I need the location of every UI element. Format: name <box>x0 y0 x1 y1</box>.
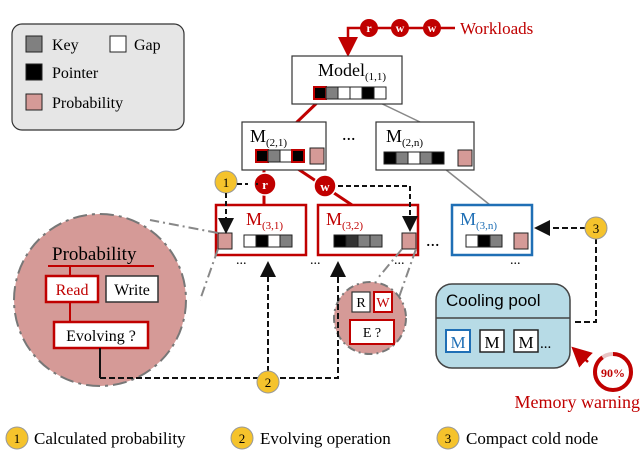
step-legend-1-number: 1 <box>14 431 21 446</box>
node-m32: M(3,2) <box>316 203 420 257</box>
legend-pointer-label: Pointer <box>52 65 99 82</box>
m3n-child-ellipsis: ... <box>510 253 521 268</box>
workload-op-1: r <box>366 21 372 35</box>
step3-number: 3 <box>593 221 600 236</box>
pointer-swatch <box>25 63 43 81</box>
node-m32-label: M(3,2) <box>326 209 363 232</box>
step1-marker: 1 <box>214 170 238 194</box>
pool-ellipsis: ... <box>540 336 551 352</box>
small-zoom: R W E ? <box>333 281 407 355</box>
step-legend: 1 Calculated probability 2 Evolving oper… <box>5 426 598 450</box>
pool-item-2: M <box>484 333 499 352</box>
small-zoom-e: E ? <box>363 326 381 341</box>
root-node-label: Model(1,1) <box>318 60 386 83</box>
step-legend-3-number: 3 <box>445 431 452 446</box>
pool-item-1: M <box>450 333 465 352</box>
step-legend-3-label: Compact cold node <box>466 429 598 448</box>
memory-warning-label: Memory warning <box>515 392 640 412</box>
workload-op-3: w <box>428 21 437 35</box>
node-m2n-label: M(2,n) <box>386 126 423 149</box>
probability-evolving: Evolving ? <box>66 328 136 345</box>
node-m31-label: M(3,1) <box>246 209 283 232</box>
workloads-label: Workloads <box>460 19 533 38</box>
step2-marker: 2 <box>256 370 280 394</box>
node-m21-label: M(2,1) <box>250 126 287 149</box>
workload-op-r-icon <box>360 19 378 37</box>
m32-left-child-ellipsis: ... <box>310 253 321 268</box>
root-node: Model(1,1) <box>291 55 403 105</box>
edge-write-label: w <box>320 179 330 194</box>
memory-warning: 90% Memory warning <box>515 346 640 412</box>
step-legend-2-label: Evolving operation <box>260 429 391 448</box>
small-zoom-w: W <box>376 296 390 311</box>
memory-percent: 90% <box>601 366 625 380</box>
workload-op-2: w <box>396 21 405 35</box>
step-legend-2-number: 2 <box>239 431 246 446</box>
step1-number: 1 <box>223 175 230 190</box>
memory-gauge-icon <box>593 352 633 392</box>
step3-marker: 3 <box>584 216 608 240</box>
probability-swatch <box>25 93 43 111</box>
step2-number: 2 <box>265 375 272 390</box>
workloads: r w w Workloads <box>338 19 533 57</box>
workload-op-w2-icon <box>423 19 441 37</box>
legend-probability-label: Probability <box>52 95 123 112</box>
small-zoom-r: R <box>356 296 366 311</box>
workload-op-w-icon <box>391 19 409 37</box>
probability-zoom: Probability Read Write Evolving ? <box>13 213 187 387</box>
edge-read-icon <box>253 172 277 196</box>
level3-ellipsis: ... <box>426 230 440 250</box>
legend-gap-label: Gap <box>134 37 161 54</box>
cooling-pool: Cooling pool M M M ... <box>435 283 571 369</box>
edge-write-icon <box>313 174 337 198</box>
node-m3n: M(3,n) <box>450 203 534 257</box>
key-swatch <box>25 35 43 53</box>
probability-write: Write <box>114 282 150 299</box>
step-legend-1-label: Calculated probability <box>34 429 186 448</box>
probability-read: Read <box>56 282 89 299</box>
level2-ellipsis: ... <box>342 124 356 144</box>
node-m2n: M(2,n) <box>375 121 475 171</box>
legend-key-label: Key <box>52 37 79 54</box>
gap-swatch <box>109 35 127 53</box>
edge-read-label: r <box>262 177 268 192</box>
m32-right-child-ellipsis: ... <box>394 253 405 268</box>
node-m21: M(2,1) <box>241 121 327 171</box>
node-m3n-label: M(3,n) <box>460 209 497 232</box>
node-m31: M(3,1) <box>214 203 308 257</box>
cooling-pool-title: Cooling pool <box>446 291 541 310</box>
legend: Key Gap Pointer Probability <box>11 23 185 131</box>
m31-child-ellipsis: ... <box>236 253 247 268</box>
probability-zoom-title: Probability <box>52 244 137 265</box>
pool-item-3: M <box>518 333 533 352</box>
